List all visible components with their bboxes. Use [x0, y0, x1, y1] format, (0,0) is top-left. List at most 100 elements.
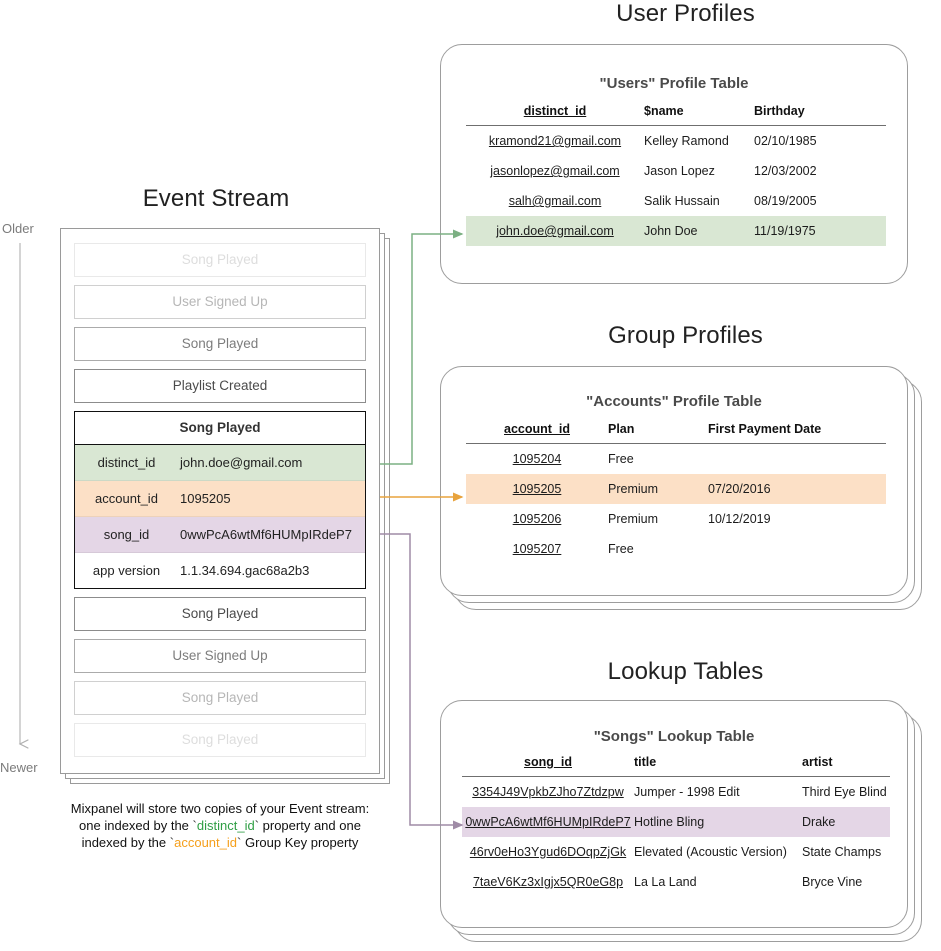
event-item[interactable]: Song Played — [74, 681, 366, 715]
users-profile-card-stack: "Users" Profile Table distinct_id $name … — [440, 44, 920, 284]
column-header-first-payment-date: First Payment Date — [708, 422, 822, 436]
cell-name: Jason Lopez — [644, 164, 715, 178]
table-row[interactable]: jasonlopez@gmail.com Jason Lopez 12/03/2… — [466, 156, 886, 186]
cell-birthday: 11/19/1975 — [754, 216, 886, 246]
property-value: john.doe@gmail.com — [180, 455, 303, 470]
table-header-row: song_id title artist — [462, 755, 890, 777]
backtick-close-account: ` — [237, 835, 242, 850]
column-header-artist: artist — [802, 755, 833, 769]
axis-label-newer: Newer — [0, 760, 38, 775]
column-header-distinct-id: distinct_id — [523, 104, 587, 118]
cell-title: Elevated (Acoustic Version) — [634, 845, 787, 859]
accounts-profile-card-stack: "Accounts" Profile Table account_id Plan… — [440, 366, 922, 616]
cell-first-payment-date: 10/12/2019 — [708, 512, 771, 526]
table-row[interactable]: 1095204 Free — [466, 444, 886, 475]
cell-name: Salik Hussain — [644, 194, 720, 208]
cell-artist: Drake — [802, 807, 890, 837]
accounts-table: account_id Plan First Payment Date 10952… — [466, 422, 886, 564]
property-value: 0wwPcA6wtMf6HUMpIRdeP7 — [180, 527, 352, 542]
event-item[interactable]: Song Played — [74, 243, 366, 277]
cell-first-payment-date — [708, 444, 886, 475]
cell-distinct-id: jasonlopez@gmail.com — [490, 164, 620, 178]
cell-account-id: 1095205 — [466, 474, 608, 504]
cell-title: La La Land — [634, 875, 697, 889]
caption-line-2: one indexed by the `distinct_id` propert… — [35, 817, 405, 834]
users-table-title: "Users" Profile Table — [599, 75, 749, 92]
cell-plan: Free — [608, 542, 634, 556]
cell-song-id: 7taeV6Kz3xIgjx5QR0eG8p — [472, 875, 624, 889]
cell-title: Jumper - 1998 Edit — [634, 785, 740, 799]
event-item[interactable]: Song Played — [74, 723, 366, 757]
event-item[interactable]: Song Played — [74, 327, 366, 361]
caption-line-2-pre: one indexed by the — [79, 818, 193, 833]
cell-song-id: 0wwPcA6wtMf6HUMpIRdeP7 — [462, 807, 634, 837]
cell-account-id: 1095204 — [512, 452, 562, 466]
event-item[interactable]: Playlist Created — [74, 369, 366, 403]
table-row[interactable]: 7taeV6Kz3xIgjx5QR0eG8p La La Land Bryce … — [462, 867, 890, 897]
table-row[interactable]: 1095206 Premium 10/12/2019 — [466, 504, 886, 534]
event-property-row-song-id[interactable]: song_id 0wwPcA6wtMf6HUMpIRdeP7 — [75, 517, 365, 553]
table-row-highlighted[interactable]: 0wwPcA6wtMf6HUMpIRdeP7 Hotline Bling Dra… — [462, 807, 890, 837]
songs-table-title: "Songs" Lookup Table — [593, 728, 755, 745]
column-header-name: $name — [644, 104, 684, 118]
event-item[interactable]: Song Played — [74, 597, 366, 631]
cell-account-id: 1095207 — [512, 542, 562, 556]
property-value: 1.1.34.694.gac68a2b3 — [180, 563, 310, 578]
cell-birthday: 08/19/2005 — [754, 194, 817, 208]
cell-plan: Premium — [608, 512, 659, 526]
table-header-row: distinct_id $name Birthday — [466, 104, 886, 126]
cell-account-id: 1095206 — [512, 512, 562, 526]
cell-artist: Third Eye Blind — [802, 785, 887, 799]
event-stream-list: Song Played User Signed Up Song Played P… — [61, 229, 379, 773]
column-header-song-id: song_id — [524, 755, 572, 769]
cell-song-id: 46rv0eHo3Ygud6DOqpZjGk — [469, 845, 627, 859]
column-header-title: title — [634, 755, 657, 769]
cell-name: John Doe — [644, 216, 754, 246]
cell-first-payment-date — [708, 534, 886, 564]
table-row[interactable]: salh@gmail.com Salik Hussain 08/19/2005 — [466, 186, 886, 216]
property-key: song_id — [103, 527, 150, 542]
property-key: distinct_id — [97, 455, 156, 470]
event-stream-card-front: Song Played User Signed Up Song Played P… — [60, 228, 380, 774]
table-header-row: account_id Plan First Payment Date — [466, 422, 886, 444]
property-key: app version — [92, 563, 161, 578]
caption-line-3-post: Group Key property — [241, 835, 359, 850]
caption-code-account-id: account_id — [174, 835, 237, 850]
table-row-highlighted[interactable]: 1095205 Premium 07/20/2016 — [466, 474, 886, 504]
caption-line-3: indexed by the `account_id` Group Key pr… — [35, 834, 405, 851]
table-row[interactable]: 3354J49VpkbZJho7Ztdzpw Jumper - 1998 Edi… — [462, 777, 890, 808]
axis-label-older: Older — [2, 221, 34, 236]
event-property-row-account-id[interactable]: account_id 1095205 — [75, 481, 365, 517]
accounts-table-title: "Accounts" Profile Table — [586, 393, 762, 410]
table-row[interactable]: 46rv0eHo3Ygud6DOqpZjGk Elevated (Acousti… — [462, 837, 890, 867]
table-row[interactable]: 1095207 Free — [466, 534, 886, 564]
cell-plan: Premium — [608, 474, 708, 504]
selected-event-card[interactable]: Song Played distinct_id john.doe@gmail.c… — [74, 411, 366, 589]
backtick-close-distinct: ` — [254, 818, 260, 833]
cell-distinct-id: john.doe@gmail.com — [466, 216, 644, 246]
lookup-tables-title: Lookup Tables — [607, 658, 764, 685]
users-table: distinct_id $name Birthday kramond21@gma… — [466, 104, 886, 246]
user-profiles-title: User Profiles — [616, 0, 755, 27]
cell-song-id: 3354J49VpkbZJho7Ztdzpw — [472, 785, 624, 799]
column-header-account-id: account_id — [504, 422, 570, 436]
cell-birthday: 12/03/2002 — [754, 164, 817, 178]
event-item[interactable]: User Signed Up — [74, 285, 366, 319]
event-property-row-app-version[interactable]: app version 1.1.34.694.gac68a2b3 — [75, 553, 365, 588]
event-item[interactable]: User Signed Up — [74, 639, 366, 673]
cell-artist: Bryce Vine — [802, 875, 863, 889]
table-row[interactable]: kramond21@gmail.com Kelley Ramond 02/10/… — [466, 126, 886, 157]
songs-lookup-card-stack: "Songs" Lookup Table song_id title artis… — [440, 700, 922, 950]
event-stream-stack: Song Played User Signed Up Song Played P… — [60, 228, 395, 784]
backtick-open-account: ` — [169, 835, 175, 850]
group-profiles-title: Group Profiles — [608, 322, 763, 349]
cell-distinct-id: salh@gmail.com — [508, 194, 602, 208]
cell-plan: Free — [608, 452, 634, 466]
caption-line-2-post: property and one — [259, 818, 361, 833]
property-value: 1095205 — [180, 491, 231, 506]
event-stream-title: Event Stream — [142, 185, 290, 212]
event-property-row-distinct-id[interactable]: distinct_id john.doe@gmail.com — [75, 445, 365, 481]
table-row-highlighted[interactable]: john.doe@gmail.com John Doe 11/19/1975 — [466, 216, 886, 246]
songs-table: song_id title artist 3354J49VpkbZJho7Ztd… — [462, 755, 890, 897]
